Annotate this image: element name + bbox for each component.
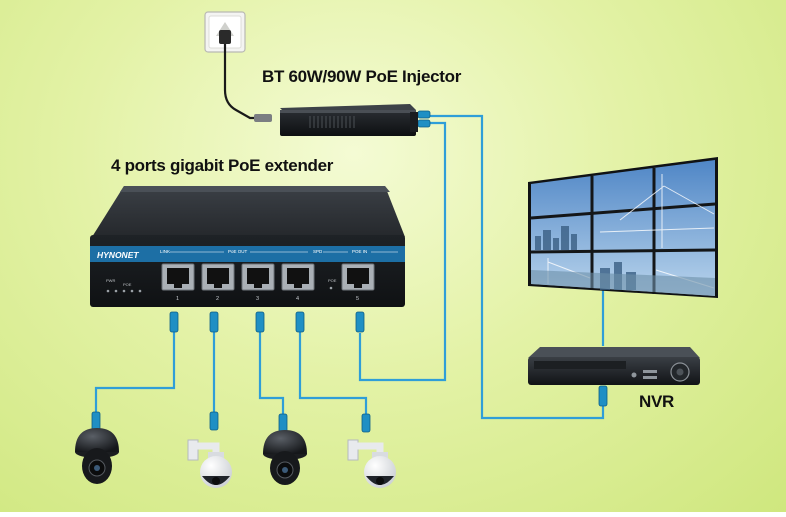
rj45-port-4[interactable]: 4 [281,263,315,302]
connector-port4 [295,311,305,333]
dome-camera-3 [263,430,307,485]
cable-injector-to-extender [358,121,447,382]
video-wall [528,157,718,298]
cable-injector-to-nvr [428,114,605,420]
injector-title: BT 60W/90W PoE Injector [262,67,462,86]
poe-injector [280,104,418,136]
cable-group [94,114,605,420]
cable-port3-camera3 [258,332,285,420]
connector-nvr [598,385,608,407]
connector-injector-b [417,119,431,128]
port-number: 2 [216,296,219,302]
port-number: 5 [356,296,359,302]
poe-extender: HYNONET LINK PoE OUT SPD POE IN PWR POE … [90,186,405,307]
label-link: LINK [160,249,170,254]
connector-camera3 [278,413,288,433]
power-cord [223,44,272,120]
port-number: 4 [296,296,299,302]
cable-port1-camera1 [94,332,176,418]
ptz-camera-2 [187,439,232,488]
status-indicators: PWR POE POE [106,278,337,293]
connector-port2 [209,311,219,333]
svg-text:POE: POE [328,278,337,283]
extender-brand: HYNONET [97,250,139,260]
cable-port4-camera4 [298,332,368,420]
dome-camera-1 [75,428,119,484]
rj45-connectors [91,110,608,433]
rj45-port-1[interactable]: 1 [161,263,195,302]
connector-injector-a [417,110,431,119]
label-poe-in: POE IN [352,249,367,254]
extender-title: 4 ports gigabit PoE extender [111,156,334,175]
connector-port1 [169,311,179,333]
rj45-port-3[interactable]: 3 [241,263,275,302]
connector-camera1 [91,411,101,431]
label-poe-out: PoE OUT [228,249,248,254]
power-plug [254,114,272,122]
connector-camera4 [361,413,371,433]
port-number: 3 [256,296,259,302]
label-spd: SPD [313,249,323,254]
wall-outlet [204,11,246,53]
connector-camera2 [209,411,219,431]
connector-port3 [255,311,265,333]
nvr-device [528,347,700,385]
indicator-poe-label: POE [123,282,132,287]
rj45-port-5-poe-in[interactable]: 5 [341,263,375,302]
port-number: 1 [176,296,179,302]
nvr-label: NVR [639,392,674,411]
indicator-pwr-label: PWR [106,278,115,283]
extender-panel-strip [90,246,405,262]
rj45-port-2[interactable]: 2 [201,263,235,302]
connector-port5 [355,311,365,333]
ptz-camera-4 [347,439,396,488]
